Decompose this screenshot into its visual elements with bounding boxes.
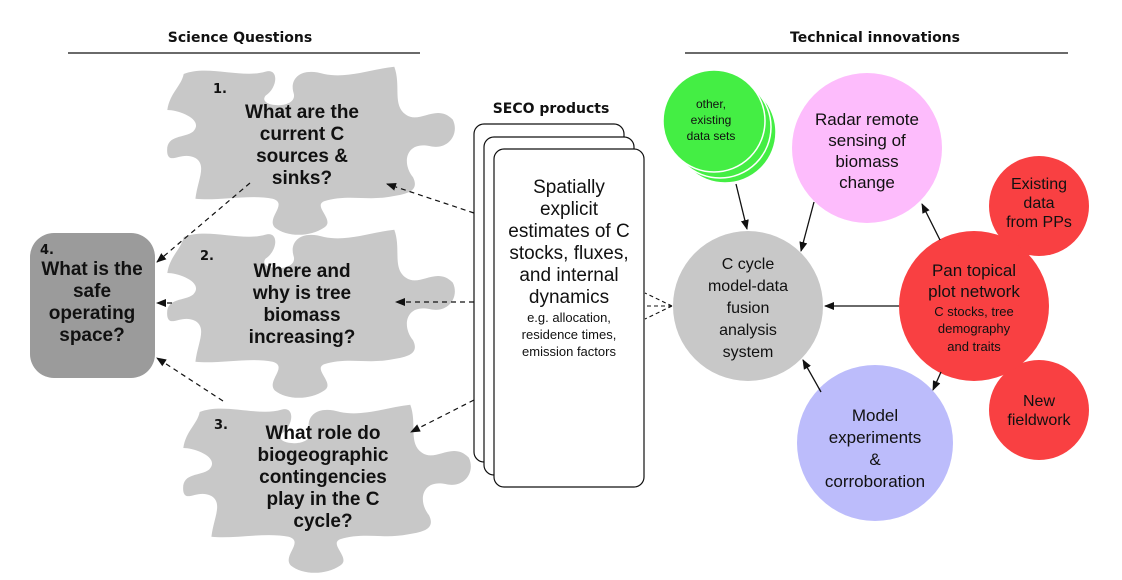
radar-line: Radar remote xyxy=(815,110,919,129)
radar-line: change xyxy=(839,173,895,192)
arrow-radar-to-ccycle xyxy=(799,201,815,252)
question-4-line: safe xyxy=(73,281,111,302)
node-existing-data-pps: Existing data from PPs xyxy=(989,156,1089,256)
question-3-line: What role do xyxy=(265,423,380,444)
question-1-line: current C xyxy=(260,124,345,145)
arrow-q1-to-q4 xyxy=(156,182,251,263)
seco-line: Spatially xyxy=(533,177,605,198)
radar-line: sensing of xyxy=(828,131,906,150)
question-3-line: biogeographic xyxy=(258,445,389,466)
seco-line: stocks, fluxes, xyxy=(509,243,628,264)
puzzle-piece-3: 3. What role do biogeographic contingenc… xyxy=(183,404,471,573)
seco-line: and internal xyxy=(519,265,618,286)
question-3-line: cycle? xyxy=(293,511,352,532)
node-new-fieldwork: New fieldwork xyxy=(989,360,1089,460)
plot-network-subline: demography xyxy=(938,321,1011,336)
plot-network-subline: C stocks, tree xyxy=(934,304,1013,319)
question-1-line: What are the xyxy=(245,102,359,123)
question-4-line: What is the xyxy=(41,259,142,280)
existing-pp-line: Existing xyxy=(1011,176,1067,193)
question-1-line: sources & xyxy=(256,146,348,167)
other-datasets-line: data sets xyxy=(687,129,736,143)
node-radar-remote-sensing: Radar remote sensing of biomass change xyxy=(792,73,942,223)
question-4-line: operating xyxy=(49,303,136,324)
seco-subline: residence times, xyxy=(522,327,617,342)
question-number-1: 1. xyxy=(213,82,227,97)
new-fieldwork-line: New xyxy=(1023,393,1055,410)
question-2-line: increasing? xyxy=(249,327,356,348)
seco-subline: emission factors xyxy=(522,344,616,359)
node-plot-network: Pan topical plot network C stocks, tree … xyxy=(899,231,1049,381)
seco-subline: e.g. allocation, xyxy=(527,310,611,325)
question-3-line: contingencies xyxy=(259,467,387,488)
question-1-line: sinks? xyxy=(272,168,332,189)
plot-network-line: plot network xyxy=(928,282,1020,301)
model-exp-line: Model xyxy=(852,406,898,425)
dashed-link-ccycle-seco xyxy=(644,292,673,307)
question-2-line: Where and xyxy=(253,261,350,282)
arrow-plot-to-radar xyxy=(921,203,941,241)
dashed-link-ccycle-seco xyxy=(644,305,673,320)
arrow-plot-to-model xyxy=(932,371,942,391)
ccycle-line: fusion xyxy=(727,300,770,317)
seco-products-stack: Spatially explicit estimates of C stocks… xyxy=(473,123,645,488)
model-exp-line: & xyxy=(869,450,881,469)
radar-line: biomass xyxy=(835,152,898,171)
question-2-line: biomass xyxy=(263,305,340,326)
ccycle-line: model-data xyxy=(708,278,788,295)
arrow-model-to-ccycle xyxy=(802,359,822,393)
ccycle-line: analysis xyxy=(719,322,777,339)
plot-network-subline: and traits xyxy=(947,339,1001,354)
technical-innovations-header: Technical innovations xyxy=(790,30,960,46)
new-fieldwork-line: fieldwork xyxy=(1007,412,1071,429)
existing-pp-line: from PPs xyxy=(1006,214,1072,231)
seco-line: estimates of C xyxy=(508,221,629,242)
science-questions-header: Science Questions xyxy=(168,30,312,46)
existing-pp-line: data xyxy=(1023,195,1054,212)
question-4-line: space? xyxy=(59,325,124,346)
arrow-other-to-ccycle xyxy=(735,183,749,230)
other-datasets-line: existing xyxy=(691,113,732,127)
ccycle-line: system xyxy=(723,344,774,361)
plot-network-line: Pan topical xyxy=(932,261,1016,280)
node-ccycle-fusion: C cycle model-data fusion analysis syste… xyxy=(673,231,823,381)
question-3-line: play in the C xyxy=(267,489,380,510)
question-number-2: 2. xyxy=(200,249,214,264)
node-other-datasets: other, existing data sets xyxy=(662,69,777,184)
seco-line: dynamics xyxy=(529,287,609,308)
other-datasets-line: other, xyxy=(696,97,726,111)
puzzle-piece-1: 1. What are the current C sources & sink… xyxy=(167,66,455,235)
arrow-q3-to-q4 xyxy=(156,357,224,402)
model-exp-line: experiments xyxy=(829,428,922,447)
node-model-experiments: Model experiments & corroboration xyxy=(797,365,953,521)
question-number-3: 3. xyxy=(214,418,228,433)
question-2-line: why is tree xyxy=(252,283,351,304)
safe-operating-space-box: 4. What is the safe operating space? xyxy=(30,233,155,378)
model-exp-line: corroboration xyxy=(825,472,925,491)
seco-line: explicit xyxy=(540,199,599,220)
seco-products-header: SECO products xyxy=(493,101,610,117)
question-number-4: 4. xyxy=(40,243,54,258)
puzzle-piece-2: 2. Where and why is tree biomass increas… xyxy=(167,229,455,398)
arrow-seco-to-q1 xyxy=(386,183,475,214)
arrow-seco-to-q3 xyxy=(410,399,475,433)
ccycle-line: C cycle xyxy=(722,256,775,273)
